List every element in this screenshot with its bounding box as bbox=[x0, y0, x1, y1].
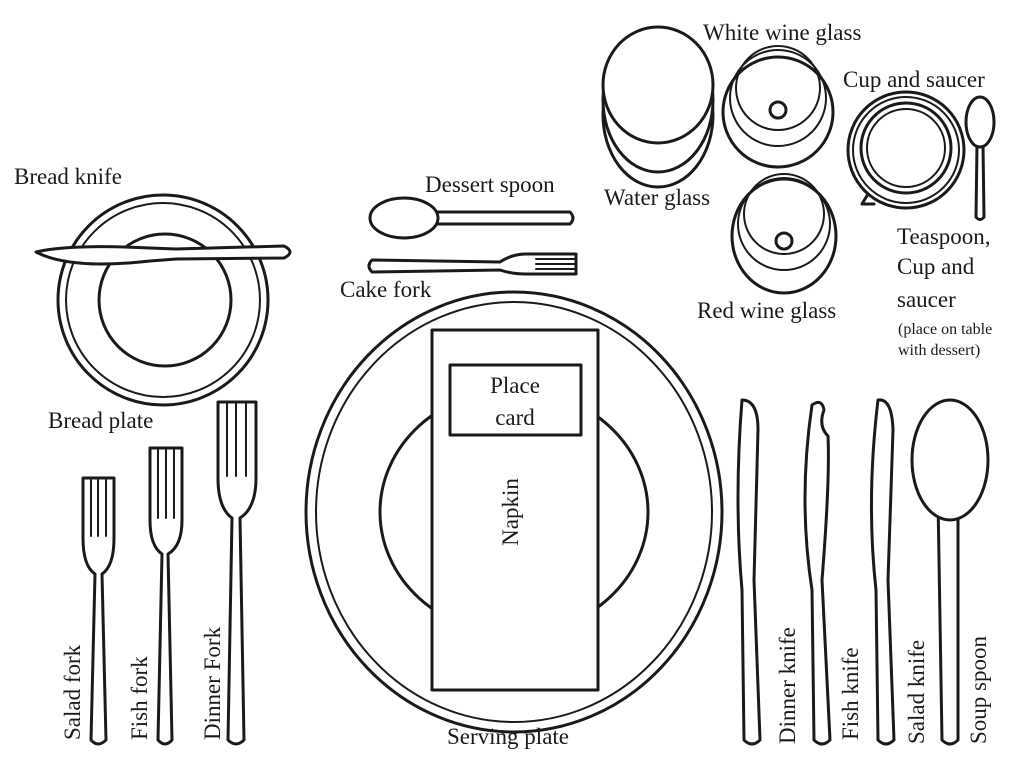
label-teaspoon-note1: (place on table bbox=[898, 321, 992, 338]
soup-spoon bbox=[910, 398, 990, 746]
label-teaspoon-line3: saucer bbox=[897, 287, 956, 312]
dinner-fork bbox=[216, 400, 258, 746]
water-glass bbox=[601, 25, 715, 189]
label-cake-fork: Cake fork bbox=[340, 277, 432, 302]
label-salad-knife: Salad knife bbox=[904, 640, 929, 744]
dessert-spoon bbox=[368, 196, 575, 240]
dinner-knife bbox=[736, 398, 762, 746]
place-card bbox=[448, 363, 583, 437]
white-wine-glass bbox=[721, 45, 835, 169]
label-bread-knife: Bread knife bbox=[14, 164, 122, 189]
bread-plate bbox=[56, 193, 270, 407]
label-teaspoon-note2: with dessert) bbox=[898, 342, 980, 359]
label-teaspoon-line1: Teaspoon, bbox=[897, 224, 991, 249]
fish-knife bbox=[803, 400, 832, 746]
salad-fork bbox=[81, 476, 116, 746]
label-serving-plate: Serving plate bbox=[447, 724, 569, 749]
label-bread-plate: Bread plate bbox=[48, 408, 153, 433]
bread-knife bbox=[34, 244, 292, 266]
label-fish-fork: Fish fork bbox=[127, 656, 152, 740]
label-water-glass: Water glass bbox=[604, 185, 710, 210]
teaspoon bbox=[964, 95, 996, 221]
label-dessert-spoon: Dessert spoon bbox=[425, 172, 555, 197]
label-white-wine-glass: White wine glass bbox=[703, 20, 861, 45]
salad-knife bbox=[869, 398, 896, 746]
red-wine-glass bbox=[730, 173, 838, 295]
cake-fork bbox=[367, 252, 578, 276]
cup-and-saucer bbox=[846, 90, 966, 210]
fish-fork bbox=[148, 446, 184, 746]
label-dinner-fork: Dinner Fork bbox=[200, 626, 225, 740]
label-cup-and-saucer: Cup and saucer bbox=[843, 67, 985, 92]
label-red-wine-glass: Red wine glass bbox=[697, 298, 836, 323]
label-place-card-line2: card bbox=[495, 405, 535, 430]
label-place-card-line1: Place bbox=[490, 373, 540, 398]
label-fish-knife: Fish knife bbox=[838, 647, 863, 740]
label-dinner-knife: Dinner knife bbox=[775, 627, 800, 744]
label-soup-spoon: Soup spoon bbox=[966, 636, 991, 744]
label-napkin: Napkin bbox=[498, 478, 523, 546]
label-salad-fork: Salad fork bbox=[60, 644, 85, 740]
label-teaspoon-line2: Cup and bbox=[897, 254, 975, 279]
